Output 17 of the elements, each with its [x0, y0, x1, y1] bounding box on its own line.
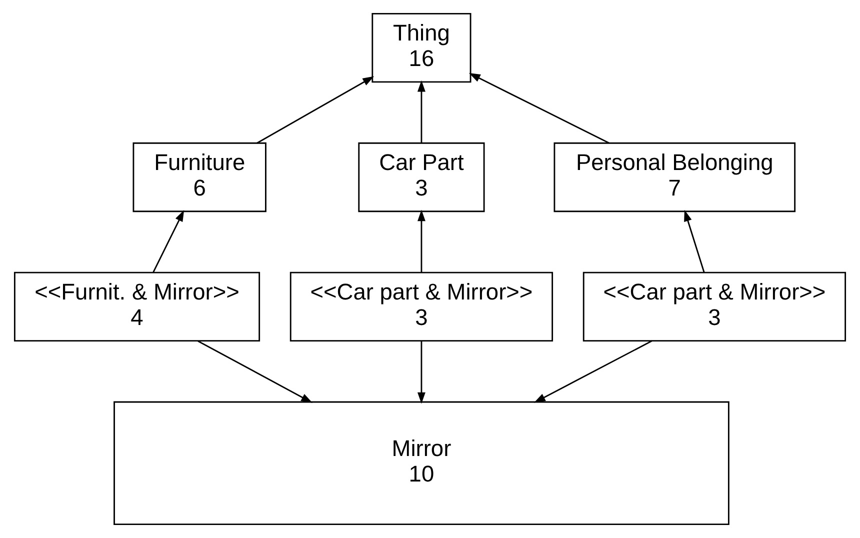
- arrow: [684, 210, 705, 272]
- arrow: [256, 76, 374, 144]
- arrow: [198, 340, 313, 403]
- node-box: <<Car part & Mirror>> 3: [582, 272, 846, 342]
- node-box: <<Car part & Mirror>> 3: [290, 272, 554, 342]
- arrow: [468, 73, 610, 144]
- arrow: [417, 80, 426, 143]
- node-box: Personal Belonging 7: [554, 142, 796, 212]
- arrow: [152, 210, 184, 273]
- arrow: [534, 340, 652, 403]
- node-box: <<Furnit. & Mirror>> 4: [14, 272, 260, 342]
- arrow: [417, 210, 426, 272]
- node-box: Car Part 3: [358, 142, 485, 212]
- node-box: Furniture 6: [132, 142, 266, 212]
- node-box: Mirror 10: [114, 401, 730, 525]
- node-box: Thing 16: [372, 12, 472, 83]
- arrow: [417, 341, 426, 404]
